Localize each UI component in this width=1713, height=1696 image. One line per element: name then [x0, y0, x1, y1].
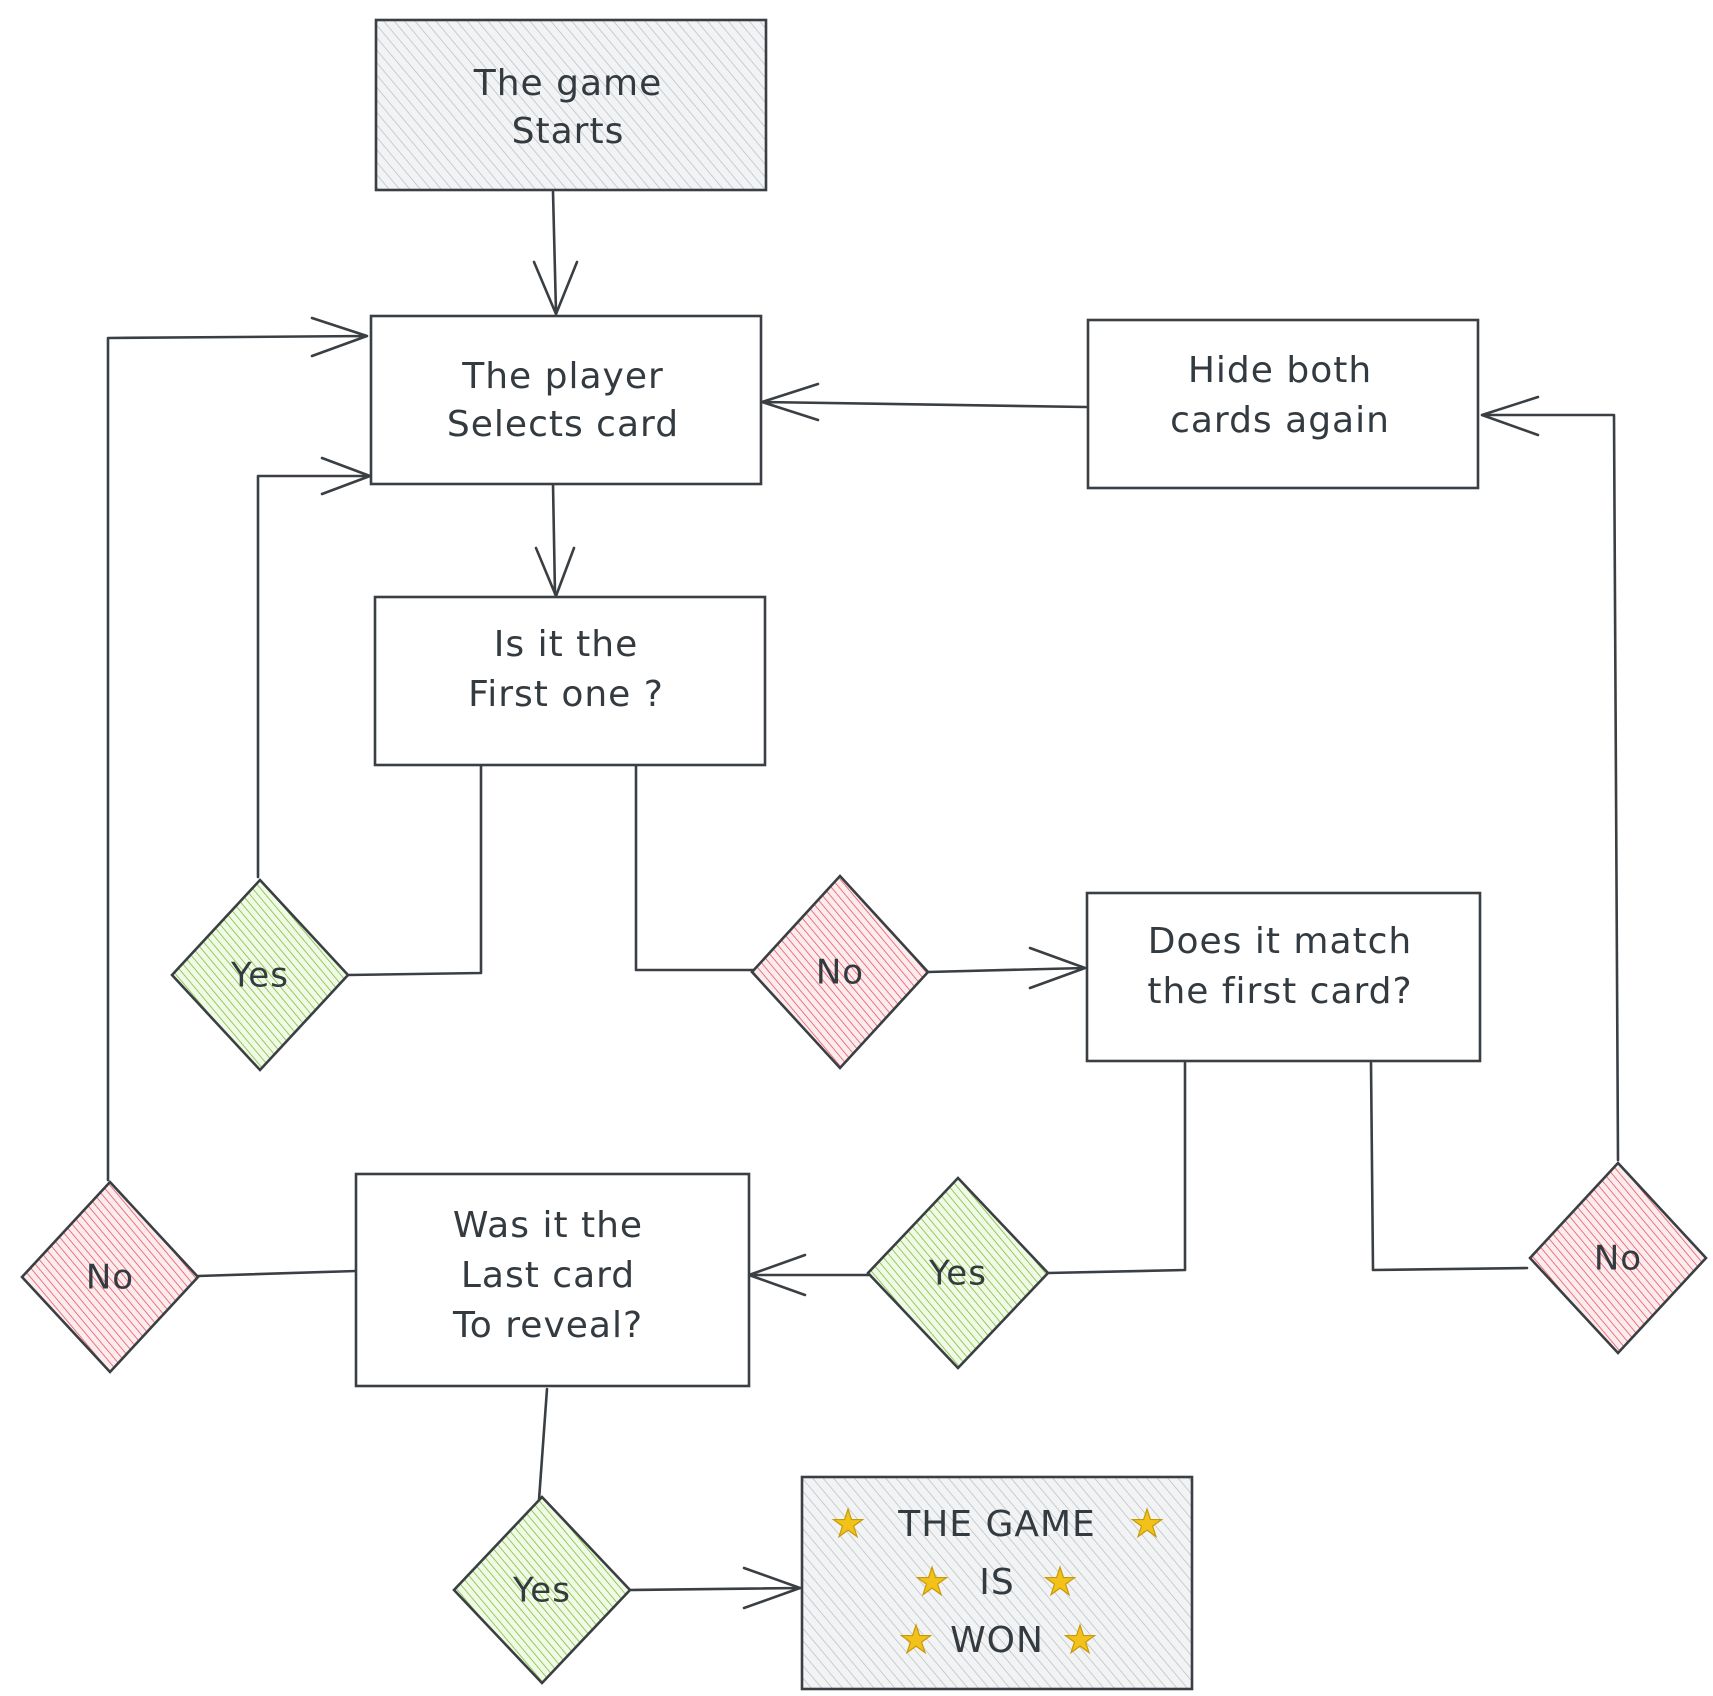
last-card-box-shape [354, 1172, 751, 1388]
select-card-box-shape [369, 314, 763, 486]
select-card-box: The player Selects card [369, 314, 763, 486]
game-won-line-2: IS [979, 1562, 1014, 1603]
connectors [106, 190, 1620, 1610]
start-box-line-1: The game [473, 63, 663, 104]
decision-no-last: No [20, 1180, 200, 1374]
decision-no-match-shape [1528, 1161, 1708, 1355]
first-card-box-line-1: Is it the [494, 624, 638, 665]
match-card-box: Does it match the first card? [1085, 891, 1482, 1063]
arrow-no-to-select [106, 316, 369, 1182]
decision-no-first: No [750, 874, 930, 1070]
select-card-box-line-1: The player [461, 356, 664, 397]
decision-no-first-shape [750, 874, 930, 1070]
arrow-hide-to-select [760, 382, 1088, 422]
select-card-box-line-2: Selects card [447, 404, 679, 445]
decision-no-first-label: No [816, 953, 864, 993]
decision-yes-match-label: Yes [928, 1254, 987, 1294]
star-emoji-icon: ★ [1043, 1560, 1077, 1604]
decision-yes-last: Yes [452, 1495, 632, 1685]
star-emoji-icon: ★ [915, 1560, 949, 1604]
arrow-last-to-yes [537, 1387, 549, 1502]
start-box-line-2: Starts [512, 111, 625, 152]
start-box: The game Starts [374, 18, 768, 192]
match-card-box-shape [1085, 891, 1482, 1063]
first-card-box-line-2: First one ? [468, 674, 664, 715]
last-card-box-line-1: Was it the [453, 1205, 643, 1246]
decision-yes-first-label: Yes [230, 956, 289, 996]
decision-yes-last-label: Yes [512, 1571, 571, 1611]
arrow-select-to-first [534, 482, 576, 598]
decision-yes-first: Yes [170, 878, 350, 1072]
hide-cards-box: Hide both cards again [1086, 318, 1480, 490]
arrow-first-to-yes [346, 763, 483, 977]
decision-yes-match: Yes [866, 1176, 1050, 1370]
arrow-start-to-select [532, 190, 579, 316]
star-emoji-icon: ★ [1063, 1618, 1097, 1662]
game-won-box: ★ THE GAME ★ ★ IS ★ ★ WON ★ [800, 1475, 1194, 1691]
hide-cards-box-line-2: cards again [1170, 400, 1390, 441]
arrow-yes-to-last [747, 1253, 871, 1297]
decision-no-last-shape [20, 1180, 200, 1374]
arrow-match-to-no [1369, 1061, 1529, 1272]
arrow-no-to-hide [1480, 395, 1620, 1162]
hide-cards-box-shape [1086, 318, 1480, 490]
decision-no-match: No [1528, 1161, 1708, 1355]
hide-cards-box-line-1: Hide both [1188, 350, 1372, 391]
arrow-match-to-yes [1046, 1061, 1187, 1275]
star-emoji-icon: ★ [899, 1618, 933, 1662]
start-box-shape [374, 18, 768, 192]
arrow-first-to-no [634, 763, 755, 972]
game-won-line-1: THE GAME [897, 1504, 1096, 1545]
first-card-box-shape [373, 595, 767, 767]
arrow-no-to-match [926, 946, 1087, 990]
first-card-box: Is it the First one ? [373, 595, 767, 767]
arrow-yes-to-won [628, 1566, 802, 1610]
last-card-box-line-3: To reveal? [452, 1305, 643, 1346]
decision-no-match-label: No [1594, 1239, 1642, 1279]
decision-yes-last-shape [452, 1495, 632, 1685]
last-card-box-line-2: Last card [461, 1255, 635, 1296]
arrow-last-to-no [196, 1269, 358, 1278]
arrow-yes-to-select [256, 456, 372, 879]
star-emoji-icon: ★ [1130, 1502, 1164, 1546]
game-won-line-3: WON [950, 1620, 1044, 1661]
match-card-box-line-2: the first card? [1147, 971, 1412, 1012]
last-card-box: Was it the Last card To reveal? [354, 1172, 751, 1388]
decision-yes-first-shape [170, 878, 350, 1072]
star-emoji-icon: ★ [831, 1502, 865, 1546]
decision-yes-match-shape [866, 1176, 1050, 1370]
game-won-box-shape [800, 1475, 1194, 1691]
match-card-box-line-1: Does it match [1148, 921, 1413, 962]
decision-no-last-label: No [86, 1258, 134, 1298]
